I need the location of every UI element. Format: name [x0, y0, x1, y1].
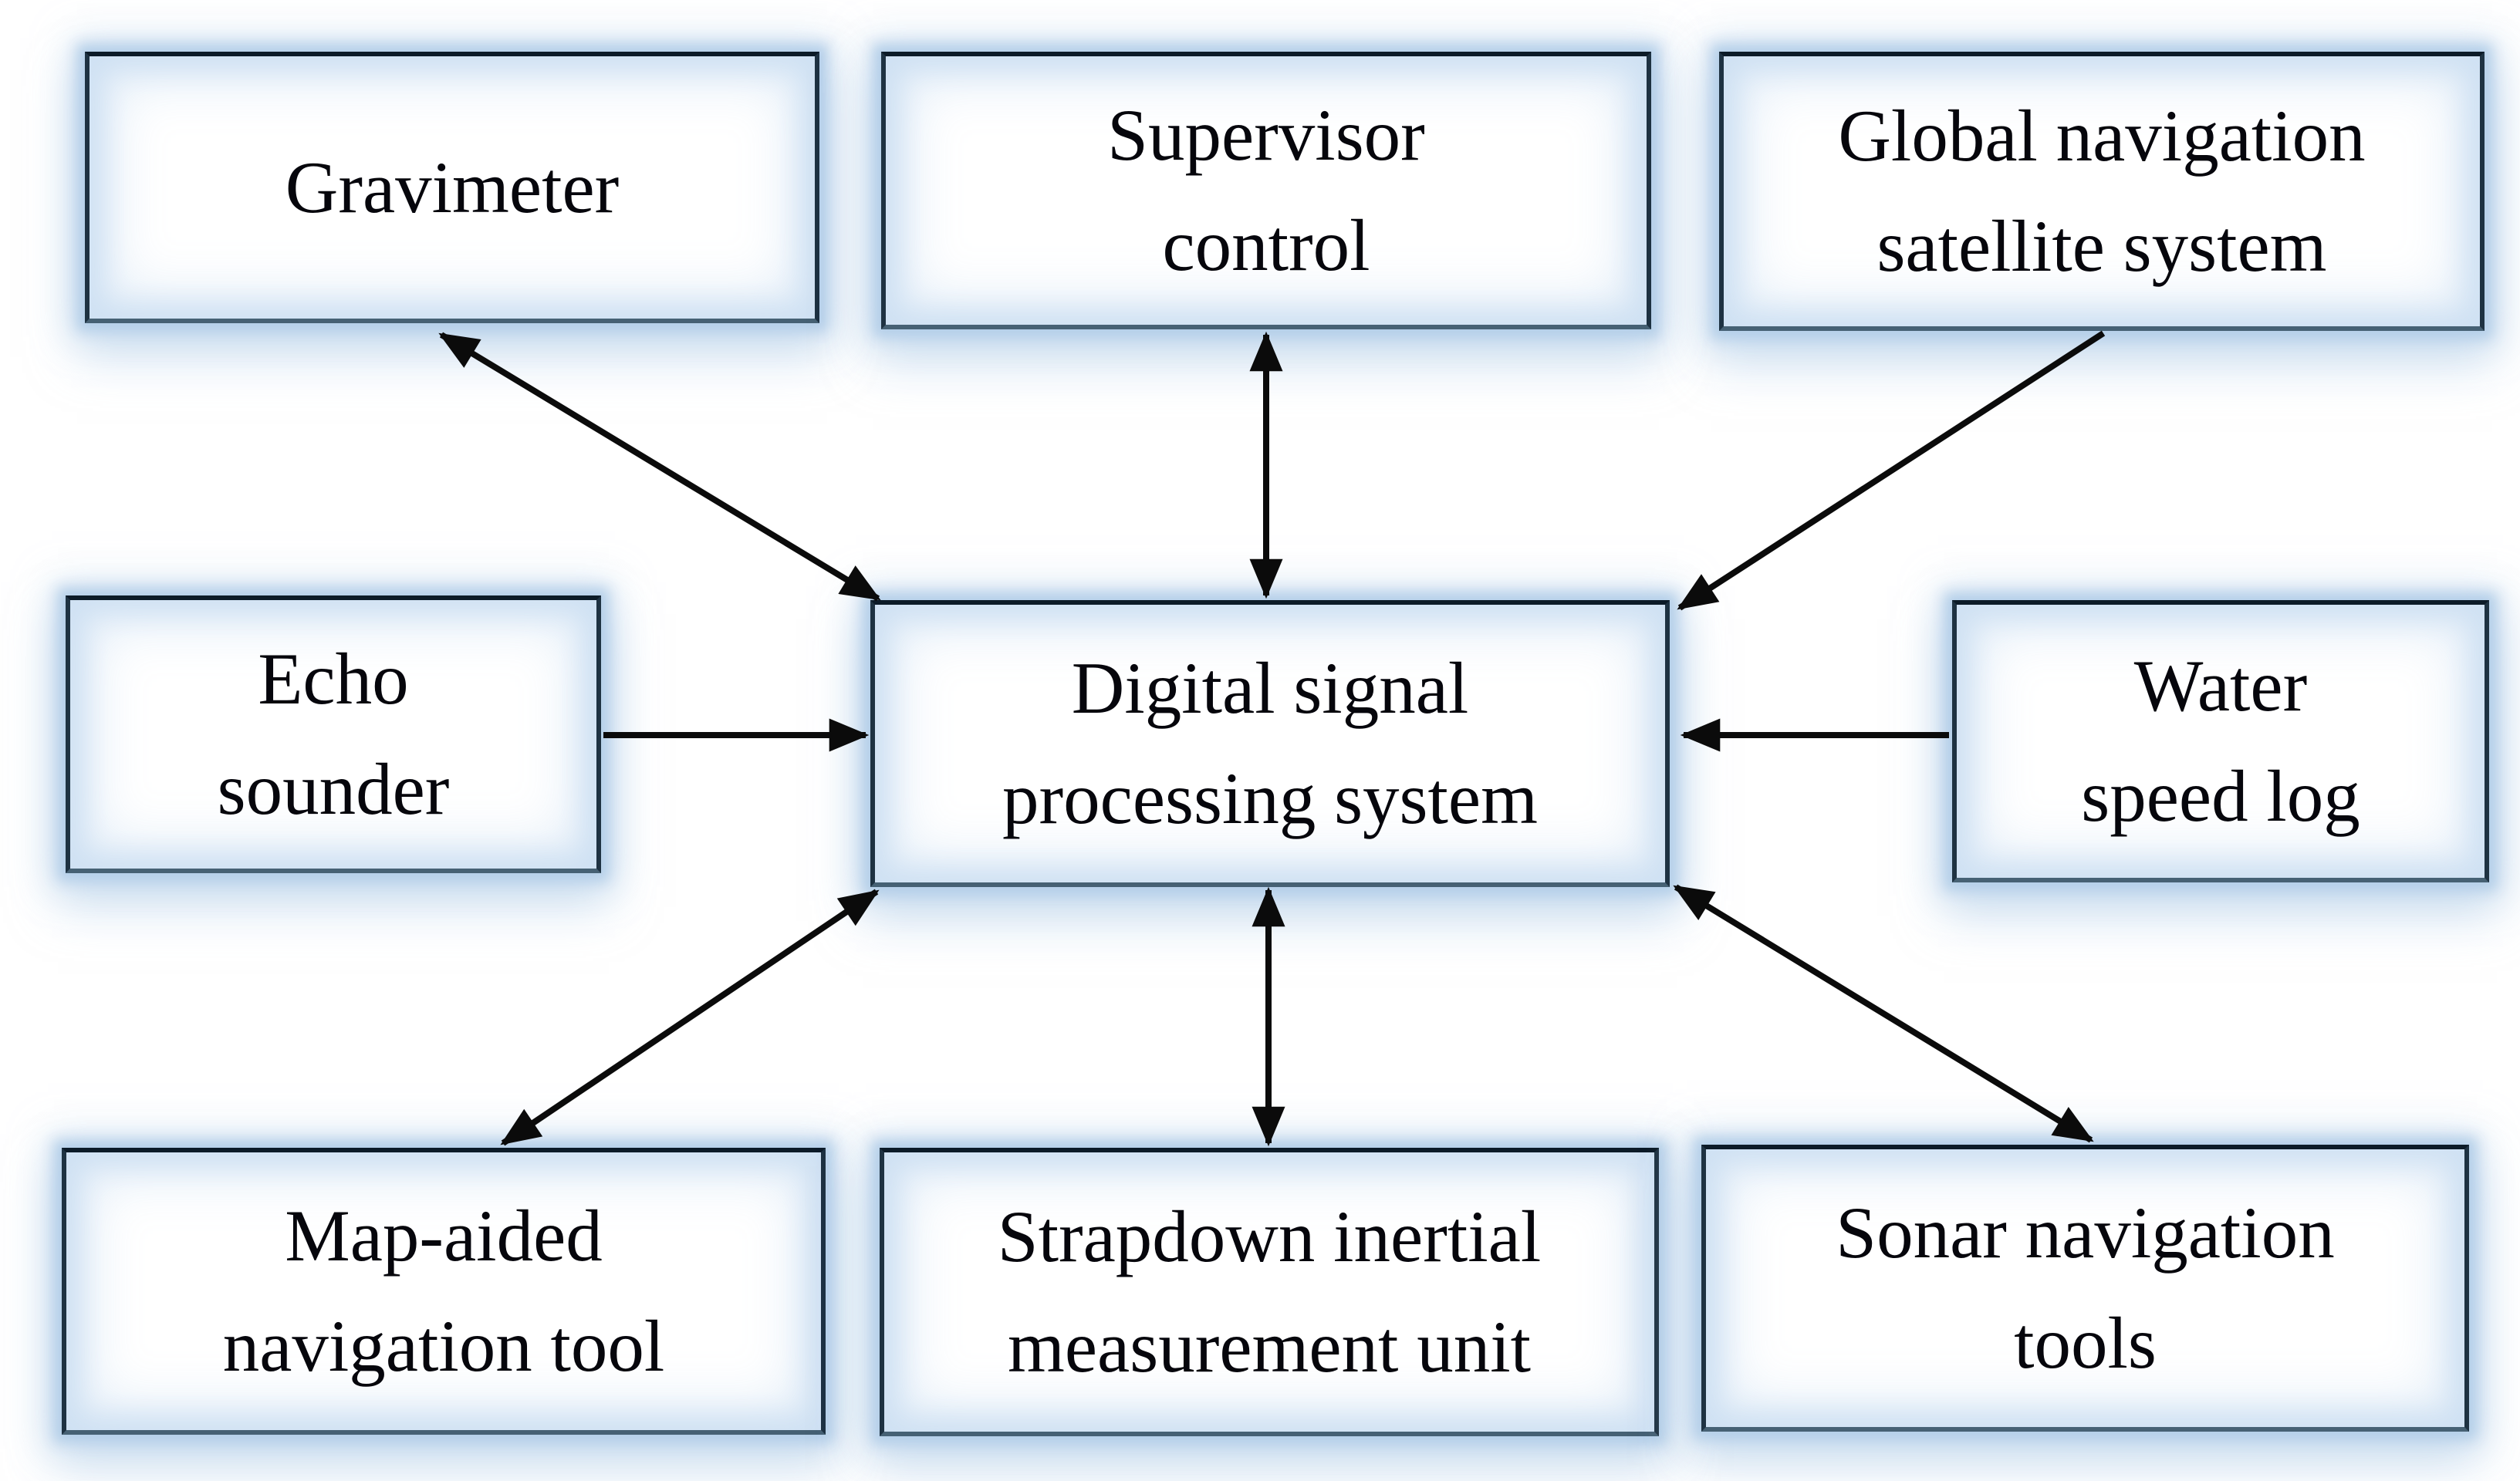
arrow-map-aided-navigation-tool--digital-signal-processing-system: [500, 889, 880, 1146]
node-digital-signal-processing-system: Digital signal processing system: [870, 600, 1670, 887]
node-strapdown-label-2: measurement unit: [1008, 1306, 1531, 1388]
node-gravimeter-label: Gravimeter: [285, 146, 620, 228]
node-sonar-navigation-tools: Sonar navigation tools: [1701, 1145, 2469, 1432]
arrow-gravimeter--digital-signal-processing-system: [438, 332, 881, 602]
node-echo-sounder: Echo sounder: [66, 595, 601, 873]
node-dsp-label-2: processing system: [1002, 757, 1538, 839]
node-water-speed-log-label-2: speed log: [2081, 755, 2360, 837]
node-global-navigation-satellite-system: Global navigation satellite system: [1719, 52, 2485, 331]
node-echo-sounder-label: Echo: [258, 638, 409, 720]
arrow-sonar-navigation-tools--digital-signal-processing-system: [1673, 884, 2094, 1143]
node-water-speed-log: Water speed log: [1952, 600, 2489, 882]
node-supervisor-control-label: Supervisor: [1107, 94, 1425, 176]
node-map-aided-navigation-tool: Map-aided navigation tool: [62, 1148, 826, 1435]
node-dsp-label: Digital signal: [1071, 647, 1469, 729]
node-sonar-label-2: tools: [2014, 1302, 2157, 1384]
node-supervisor-control-label-2: control: [1162, 204, 1370, 286]
node-strapdown-inertial-measurement-unit: Strapdown inertial measurement unit: [880, 1148, 1659, 1436]
node-gravimeter: Gravimeter: [85, 52, 819, 323]
node-sonar-label: Sonar navigation: [1836, 1192, 2335, 1274]
node-gnss-label-2: satellite system: [1876, 205, 2327, 287]
arrow-global-navigation-satellite-system--digital-signal-processing-system: [1677, 330, 2106, 611]
node-supervisor-control: Supervisor control: [881, 52, 1651, 329]
node-map-aided-label-2: navigation tool: [222, 1305, 665, 1387]
node-strapdown-label: Strapdown inertial: [997, 1196, 1542, 1277]
node-echo-sounder-label-2: sounder: [217, 748, 450, 830]
node-gnss-label: Global navigation: [1838, 95, 2366, 177]
node-water-speed-log-label: Water: [2133, 645, 2308, 727]
node-map-aided-label: Map-aided: [285, 1195, 603, 1277]
